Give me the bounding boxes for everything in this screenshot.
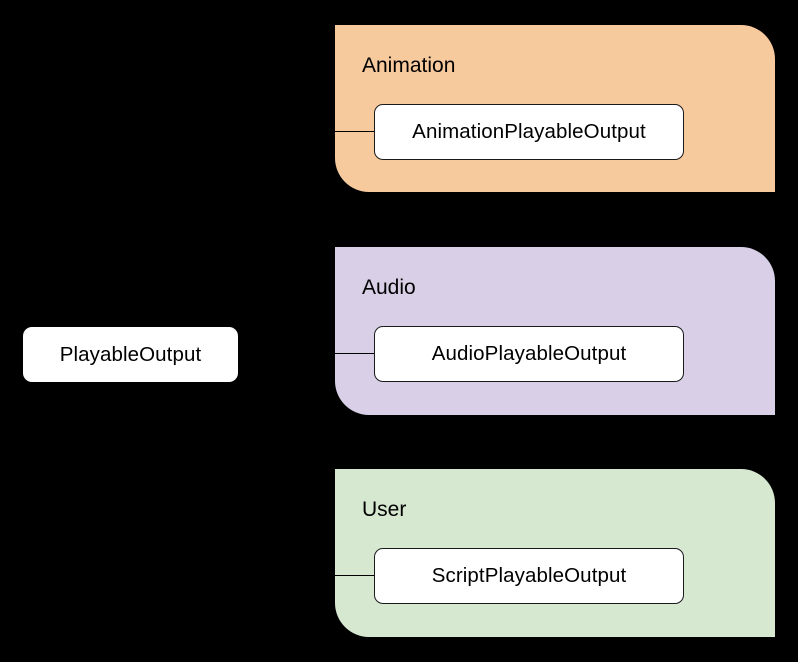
node-playable-output[interactable]: PlayableOutput [23, 327, 238, 382]
group-audio-label: Audio [362, 276, 416, 299]
node-audio-playable-output[interactable]: AudioPlayableOutput [374, 326, 684, 382]
group-animation[interactable]: Animation AnimationPlayableOutput [335, 25, 775, 192]
node-animation-playable-output[interactable]: AnimationPlayableOutput [374, 104, 684, 160]
node-audio-playable-output-label: AudioPlayableOutput [431, 342, 627, 365]
node-script-playable-output[interactable]: ScriptPlayableOutput [374, 548, 684, 604]
node-script-playable-output-label: ScriptPlayableOutput [431, 564, 627, 587]
connector-line-animation [335, 131, 374, 132]
connector-line-audio [335, 353, 374, 354]
group-animation-label: Animation [362, 54, 456, 77]
connector-line-user [335, 575, 374, 576]
group-user-label: User [362, 498, 407, 521]
group-user[interactable]: User ScriptPlayableOutput [335, 469, 775, 637]
node-playable-output-label: PlayableOutput [59, 342, 202, 366]
group-audio[interactable]: Audio AudioPlayableOutput [335, 247, 775, 415]
node-animation-playable-output-label: AnimationPlayableOutput [412, 120, 646, 143]
